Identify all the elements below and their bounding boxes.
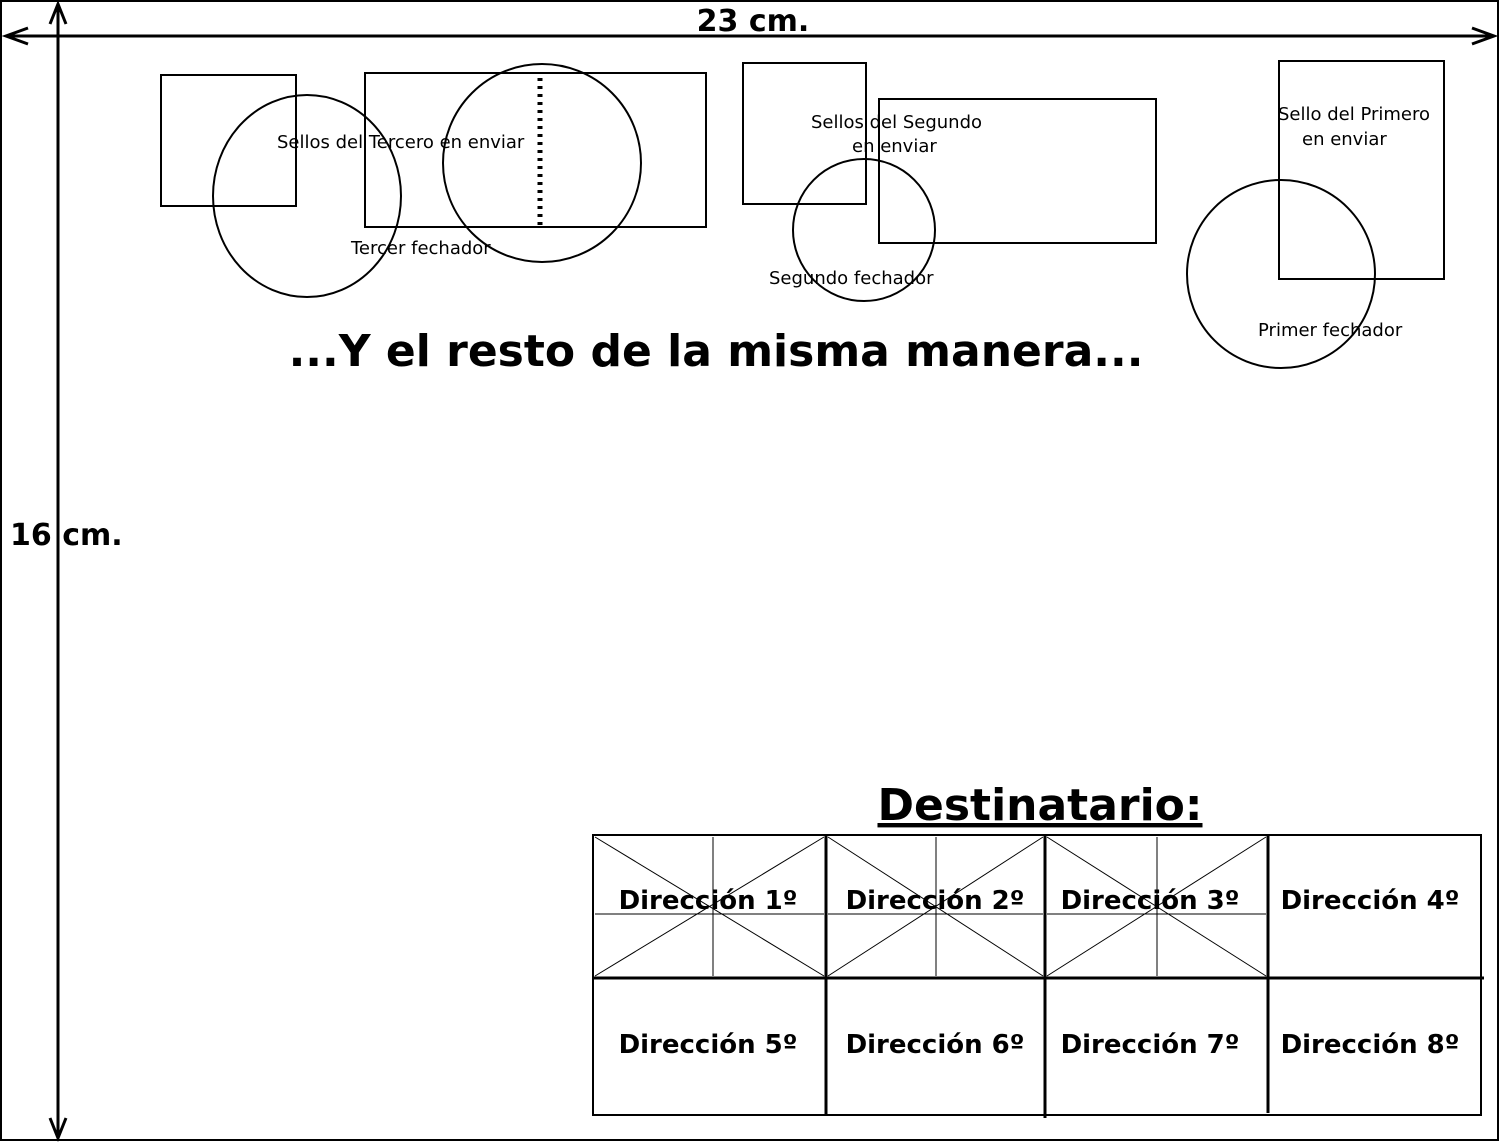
recipient-title: Destinatario:: [877, 780, 1202, 831]
second-stamp-small-box: [742, 62, 867, 205]
third-postmark-circle: [212, 94, 402, 298]
first-postmark-circle: [1186, 179, 1376, 369]
width-dimension-arrow: [1, 26, 1499, 46]
height-dimension-arrow: [48, 0, 68, 1142]
first-postmark-label: Primer fechador: [1258, 320, 1403, 341]
address-cell-label: Dirección 3º: [1061, 886, 1240, 916]
third-postmark-circle-secondary: [442, 63, 642, 263]
address-1-crossout: [594, 836, 825, 977]
first-stamps-label-line1: Sello del Primero: [1278, 104, 1430, 125]
third-stamp-large-box: [364, 72, 707, 228]
third-stamp-small-box: [160, 74, 297, 207]
address-grid-border: [592, 834, 1482, 1116]
address-cell-label: Dirección 5º: [619, 1030, 798, 1060]
width-dimension-label: 23 cm.: [697, 4, 810, 39]
second-stamps-label-line1: Sellos del Segundo: [811, 112, 982, 133]
second-postmark-circle: [792, 158, 936, 302]
first-stamp-box: [1278, 60, 1445, 280]
headline-text: ...Y el resto de la misma manera...: [289, 326, 1144, 377]
address-cell-label: Dirección 2º: [846, 886, 1025, 916]
first-stamps-label-line2: en enviar: [1302, 129, 1387, 150]
address-cell-label: Dirección 8º: [1281, 1030, 1460, 1060]
address-cell-label: Dirección 7º: [1061, 1030, 1240, 1060]
address-3-crossout: [1046, 836, 1267, 977]
second-stamps-label-line2: en enviar: [852, 136, 937, 157]
second-postmark-label: Segundo fechador: [769, 268, 934, 289]
address-cell-label: Dirección 1º: [619, 886, 798, 916]
address-cell-label: Dirección 4º: [1281, 886, 1460, 916]
address-cell-label: Dirección 6º: [846, 1030, 1025, 1060]
address-grid: Dirección 1º Dirección 2º Dirección 3º D…: [592, 834, 1484, 1118]
third-stamps-label: Sellos del Tercero en enviar: [277, 132, 525, 153]
second-stamp-large-box: [878, 98, 1157, 244]
height-dimension-label: 16 cm.: [10, 518, 123, 553]
third-postmark-label: Tercer fechador: [350, 238, 491, 259]
address-2-crossout: [827, 836, 1044, 977]
